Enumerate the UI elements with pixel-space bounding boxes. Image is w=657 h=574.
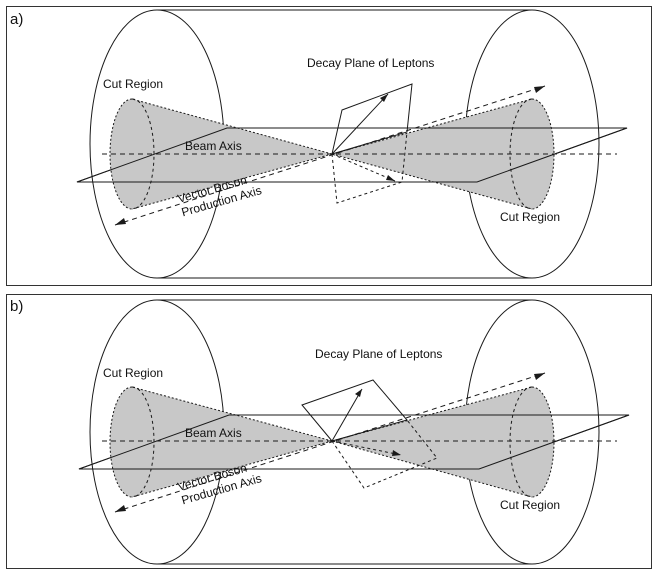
production-axis-arrow-left xyxy=(115,505,126,512)
panel-label: b) xyxy=(10,298,23,315)
beam-axis-label: Beam Axis xyxy=(185,139,242,153)
panel-b: b) Cut Region Cut Region Decay Plane of … xyxy=(6,294,652,569)
decay-plane-lower xyxy=(331,419,438,489)
cut-region-left-label: Cut Region xyxy=(103,77,163,91)
lepton-arrow-up xyxy=(331,93,389,155)
decay-plane xyxy=(331,83,413,155)
decay-plane-label: Decay Plane of Leptons xyxy=(315,347,442,361)
diagram-b: b) Cut Region Cut Region Decay Plane of … xyxy=(10,298,630,565)
lepton-arrow-up xyxy=(331,388,363,442)
panel-a: a) Cut Region Cut Region Decay Plane of … xyxy=(6,6,652,286)
diagram-a: a) Cut Region Cut Region Decay Plane of … xyxy=(10,9,628,279)
production-axis-arrow-right xyxy=(534,86,545,93)
panel-label: a) xyxy=(10,11,23,28)
cut-region-right-label: Cut Region xyxy=(500,498,560,512)
production-axis-arrow-left xyxy=(115,218,126,225)
cut-region-right-label: Cut Region xyxy=(500,210,560,224)
beam-axis-label: Beam Axis xyxy=(185,426,242,440)
right-cut-cone xyxy=(332,99,554,209)
production-axis-arrow-right xyxy=(534,373,545,380)
production-axis-line xyxy=(114,372,546,513)
cut-region-left-label: Cut Region xyxy=(103,366,163,380)
right-cut-cone xyxy=(332,387,554,497)
decay-plane-lower xyxy=(331,131,408,204)
decay-plane-label: Decay Plane of Leptons xyxy=(307,56,434,70)
decay-plane xyxy=(301,379,408,442)
production-axis-line xyxy=(114,85,546,226)
